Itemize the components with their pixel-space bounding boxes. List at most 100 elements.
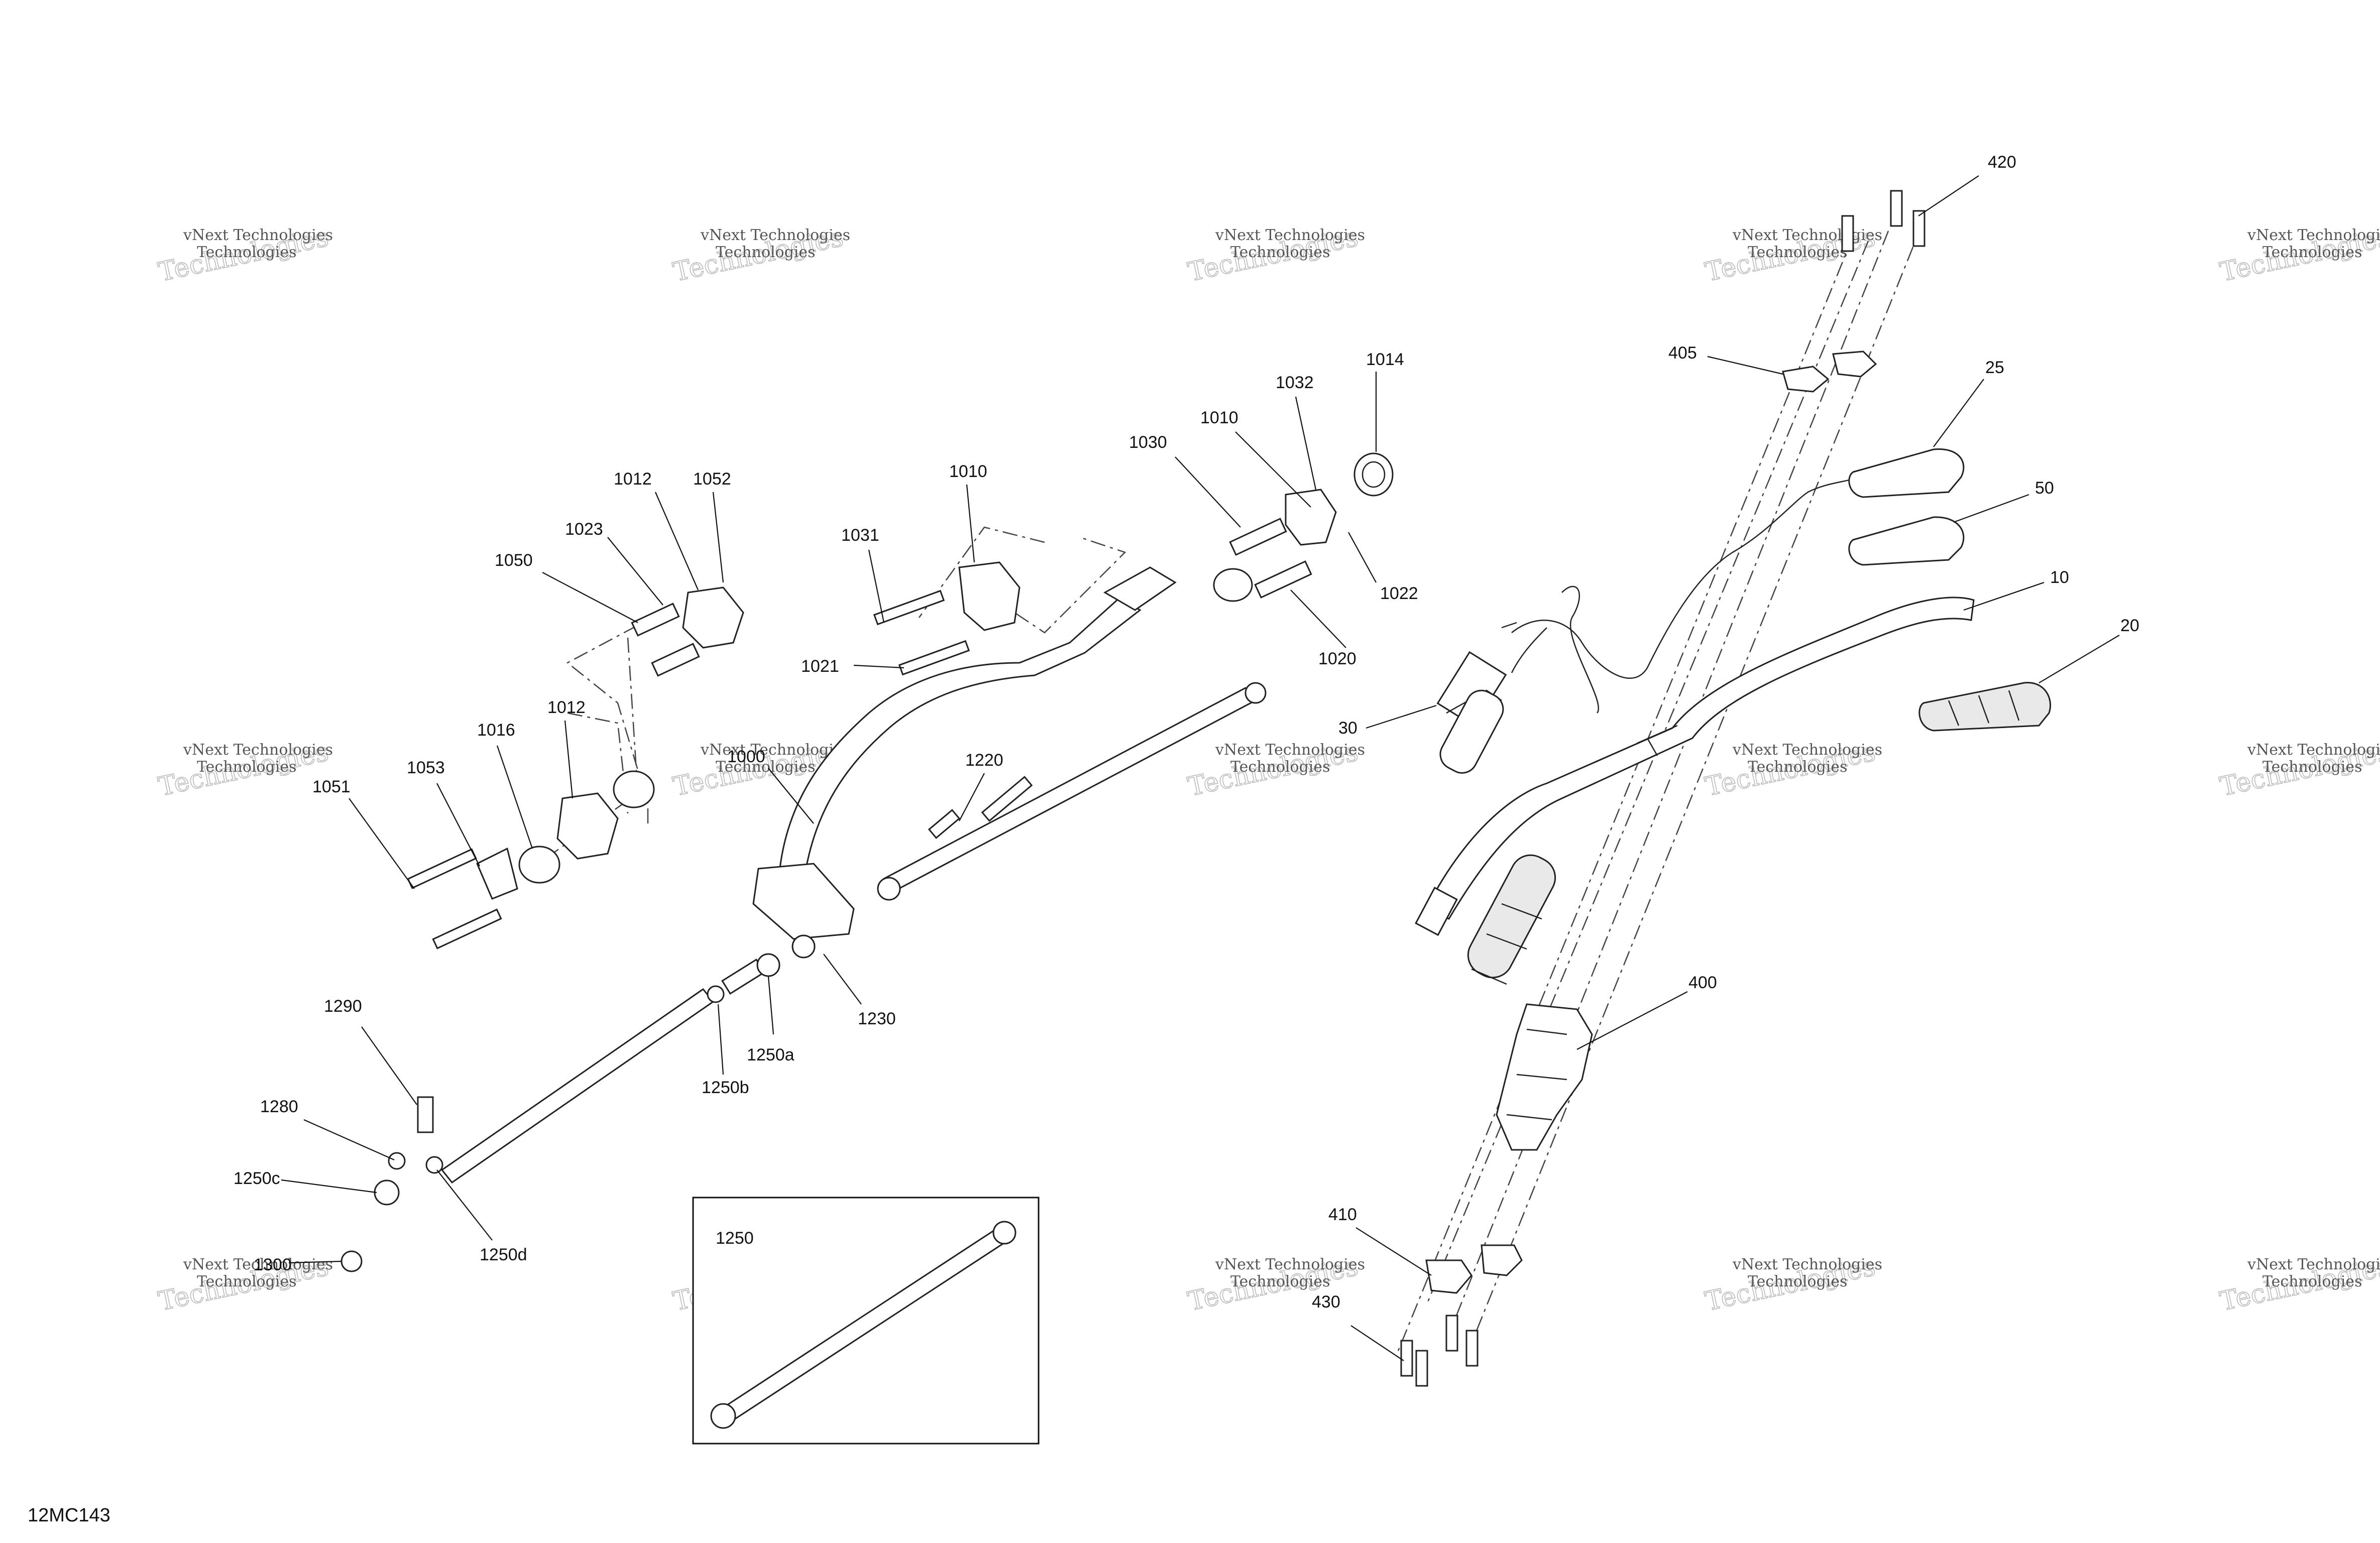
handlebar xyxy=(1415,597,1975,936)
svg-text:Technologies: Technologies xyxy=(2262,758,2362,776)
diagram-code: 12MC143 xyxy=(28,1505,110,1526)
callout-1051: 1051 xyxy=(312,777,351,796)
callout-1250c: 1250c xyxy=(234,1169,280,1188)
callout-1031: 1031 xyxy=(841,526,879,545)
part-20-heated-grip xyxy=(1918,682,2052,732)
callout-1053: 1053 xyxy=(407,758,445,777)
svg-text:vNext Technologies: vNext Technologies xyxy=(1732,1256,1882,1273)
part-410-clamps xyxy=(1425,1244,1523,1294)
callout-410: 410 xyxy=(1328,1205,1357,1224)
part-1000-steering-column xyxy=(752,566,1177,940)
svg-text:vNext Technologies: vNext Technologies xyxy=(183,1256,333,1273)
callout-1012: 1012 xyxy=(614,469,652,489)
callout-1023: 1023 xyxy=(565,520,603,539)
svg-text:Technologies: Technologies xyxy=(197,244,297,261)
part-1012-blocks xyxy=(556,586,744,860)
svg-text:Technologies: Technologies xyxy=(716,758,816,776)
svg-text:vNext Technologies: vNext Technologies xyxy=(700,741,850,759)
callout-1250: 1250 xyxy=(716,1229,754,1248)
svg-text:vNext Technologies: vNext Technologies xyxy=(700,226,850,244)
svg-text:vNext Technologies: vNext Technologies xyxy=(1732,741,1882,759)
svg-text:vNext Technologies: vNext Technologies xyxy=(1215,226,1365,244)
wiring-harness xyxy=(1501,476,1859,714)
grip-left-sleeve xyxy=(1439,689,1504,774)
svg-text:Technologies: Technologies xyxy=(1748,758,1848,776)
callout-1250b: 1250b xyxy=(702,1078,749,1097)
callout-1250a: 1250a xyxy=(747,1045,795,1064)
part-1031-1021-bolts xyxy=(873,589,970,676)
callout-1290: 1290 xyxy=(324,997,362,1016)
part-1020-1030-sleeves xyxy=(1213,518,1312,602)
callout-1012: 1012 xyxy=(547,698,586,717)
callout-1010: 1010 xyxy=(1200,408,1238,427)
callout-1230: 1230 xyxy=(858,1009,896,1028)
callout-10: 10 xyxy=(2050,568,2069,587)
callout-1300: 1300 xyxy=(254,1255,292,1274)
svg-text:vNext Technologies: vNext Technologies xyxy=(2247,1256,2380,1273)
callout-430: 430 xyxy=(1312,1292,1340,1312)
callout-405: 405 xyxy=(1668,343,1697,363)
part-1010-blocks xyxy=(958,489,1337,631)
svg-text:Technologies: Technologies xyxy=(1230,1273,1330,1290)
callout-1250d: 1250d xyxy=(480,1245,527,1264)
part-420-bolts xyxy=(1841,190,1925,252)
callout-1050: 1050 xyxy=(495,551,533,570)
leader-lines xyxy=(281,175,2120,1361)
part-1050-1053-spacers xyxy=(476,603,700,900)
part-405-clamps xyxy=(1782,350,1877,393)
callout-1022: 1022 xyxy=(1380,584,1418,603)
svg-text:Technologies: Technologies xyxy=(1230,758,1330,776)
svg-text:Technologies: Technologies xyxy=(1230,244,1330,261)
callout-1280: 1280 xyxy=(260,1097,298,1116)
svg-text:Technologies: Technologies xyxy=(1748,1273,1848,1290)
callout-1014: 1014 xyxy=(1366,350,1404,369)
callout-1032: 1032 xyxy=(1276,373,1314,392)
callout-1016: 1016 xyxy=(477,721,515,740)
svg-text:Technologies: Technologies xyxy=(716,244,816,261)
svg-text:vNext Technologies: vNext Technologies xyxy=(2247,741,2380,759)
part-50-grip xyxy=(1848,516,1965,566)
part-25-grip xyxy=(1848,448,1965,498)
callout-1220: 1220 xyxy=(965,751,1003,770)
svg-text:Technologies: Technologies xyxy=(2262,1273,2362,1290)
callout-1010: 1010 xyxy=(949,462,987,481)
callout-25: 25 xyxy=(1985,358,2004,377)
svg-text:vNext Technologies: vNext Technologies xyxy=(2247,226,2380,244)
part-1220-bolts xyxy=(928,776,1033,839)
svg-text:Technologies: Technologies xyxy=(2262,244,2362,261)
callout-1000: 1000 xyxy=(727,747,765,766)
svg-text:Technologies: Technologies xyxy=(197,758,297,776)
svg-text:Technologies: Technologies xyxy=(197,1273,297,1290)
callout-labels: 420 405 25 50 10 20 30 400 410 430 1014 … xyxy=(28,153,2139,1526)
upper-tie-rod xyxy=(877,682,1267,901)
callout-1030: 1030 xyxy=(1129,433,1167,452)
svg-text:Technologies: Technologies xyxy=(1748,244,1848,261)
callout-400: 400 xyxy=(1688,973,1717,992)
callout-1020: 1020 xyxy=(1318,649,1356,668)
part-1016-bushings xyxy=(518,770,655,884)
inset-1250 xyxy=(692,1197,1040,1445)
svg-text:vNext Technologies: vNext Technologies xyxy=(1732,226,1882,244)
callout-30: 30 xyxy=(1338,719,1357,738)
grip-left-heated xyxy=(1467,854,1556,985)
part-430-bolts xyxy=(1400,1315,1479,1387)
svg-text:vNext Technologies: vNext Technologies xyxy=(1215,1256,1365,1273)
svg-text:vNext Technologies: vNext Technologies xyxy=(183,741,333,759)
callout-20: 20 xyxy=(2120,616,2139,635)
part-1014-bushing xyxy=(1353,452,1394,497)
part-400-riser xyxy=(1496,1003,1593,1151)
callout-1021: 1021 xyxy=(801,657,839,676)
